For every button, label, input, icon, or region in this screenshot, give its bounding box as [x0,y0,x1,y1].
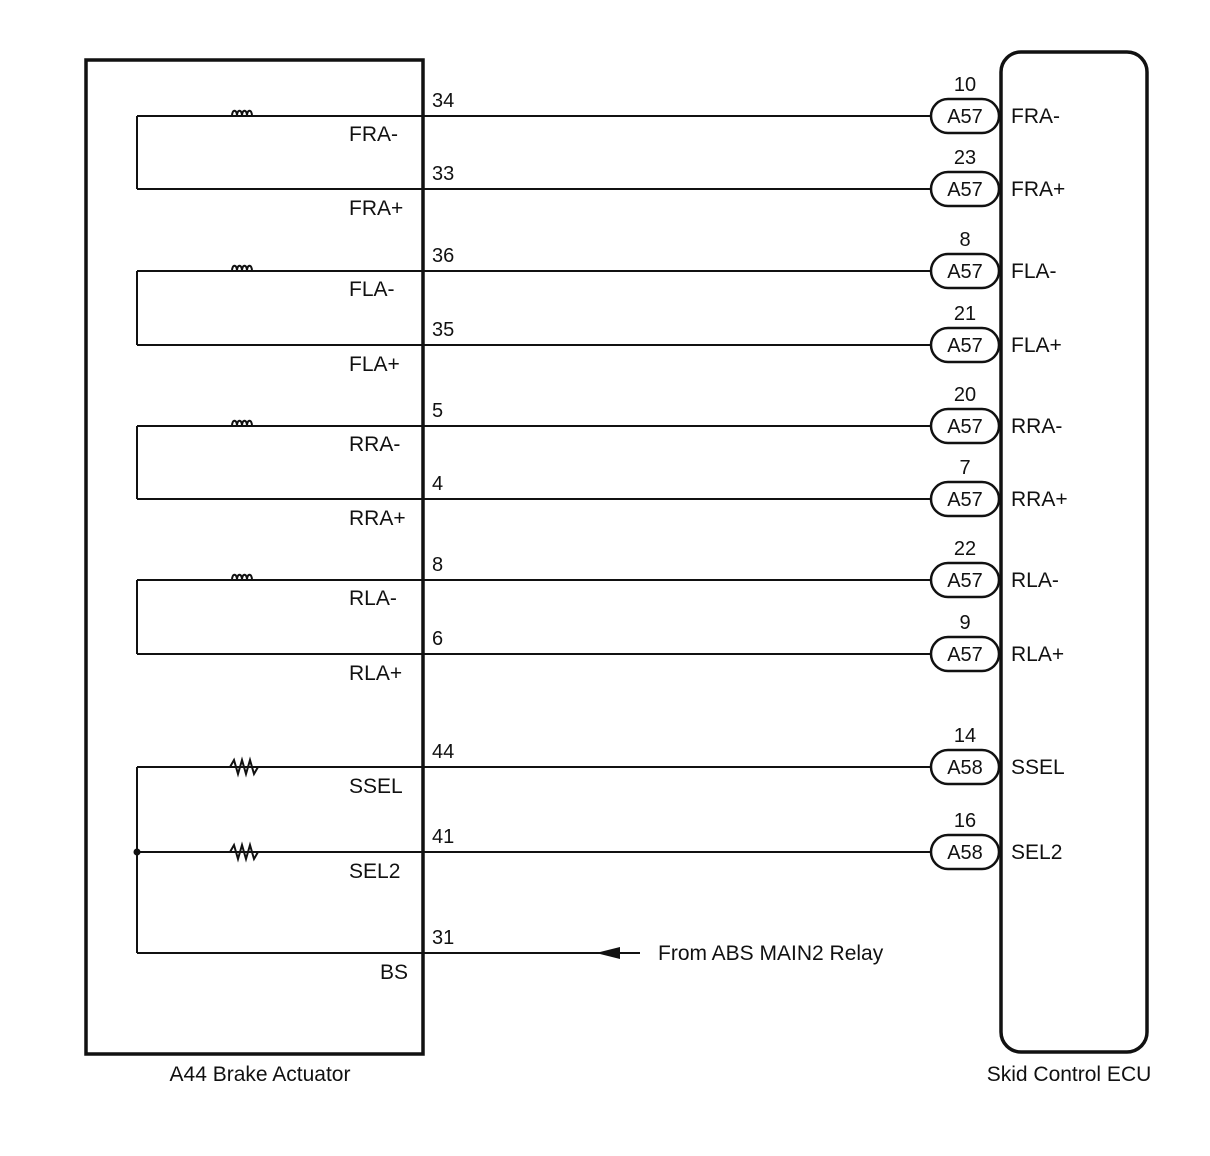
actuator-signal-label: RLA+ [349,662,402,685]
bs-pin-number: 31 [432,927,454,949]
ecu-signal-label: RLA+ [1011,643,1064,666]
brake-actuator-box [84,58,425,1056]
ecu-pin-number: 14 [954,725,976,747]
bs-arrow [596,947,620,959]
actuator-signal-label: FRA- [349,123,398,146]
connector-code: A57 [947,644,983,666]
ecu-signal-label: SEL2 [1011,841,1062,864]
connector: A57 [929,407,1001,445]
connector-code: A57 [947,416,983,438]
ecu-caption: Skid Control ECU [987,1063,1152,1086]
coil-icon [231,109,253,117]
connector-code: A58 [947,757,983,779]
connector-code: A57 [947,570,983,592]
ecu-signal-label: FLA+ [1011,334,1062,357]
connector: A57 [929,561,1001,599]
actuator-pin-number: 4 [432,473,443,495]
ecu-pin-number: 21 [954,303,976,325]
junction-dot [133,848,141,856]
actuator-signal-label: RLA- [349,587,397,610]
bs-signal-label: BS [380,961,408,984]
ecu-signal-label: RRA+ [1011,488,1068,511]
connector: A57 [929,170,1001,208]
ecu-pin-number: 16 [954,810,976,832]
ecu-signal-label: RLA- [1011,569,1059,592]
ecu-pin-number: 23 [954,147,976,169]
coil-icon [231,419,253,427]
connector: A57 [929,635,1001,673]
ecu-signal-label: SSEL [1011,756,1065,779]
connector: A57 [929,252,1001,290]
resistor-icon [226,841,262,863]
actuator-signal-label: SSEL [349,775,403,798]
connector: A57 [929,480,1001,518]
coil-icon [231,573,253,581]
ecu-signal-label: FRA+ [1011,178,1065,201]
actuator-pin-number: 8 [432,554,443,576]
actuator-pin-number: 41 [432,826,454,848]
actuator-pin-number: 6 [432,628,443,650]
connector: A58 [929,748,1001,786]
ecu-signal-label: RRA- [1011,415,1062,438]
actuator-pin-number: 33 [432,163,454,185]
resistor-icon [226,756,262,778]
connector-code: A57 [947,261,983,283]
actuator-pin-number: 5 [432,400,443,422]
ecu-signal-label: FRA- [1011,105,1060,128]
actuator-signal-label: RRA+ [349,507,406,530]
coil-icon [231,264,253,272]
ecu-signal-label: FLA- [1011,260,1057,283]
ecu-pin-number: 22 [954,538,976,560]
actuator-signal-label: RRA- [349,433,400,456]
ecu-pin-number: 7 [959,457,970,479]
actuator-signal-label: FLA- [349,278,395,301]
actuator-pin-number: 34 [432,90,454,112]
connector-code: A57 [947,106,983,128]
connector-code: A57 [947,179,983,201]
actuator-pin-number: 36 [432,245,454,267]
connector: A57 [929,326,1001,364]
connector-code: A58 [947,842,983,864]
connector-code: A57 [947,489,983,511]
bs-source-label: From ABS MAIN2 Relay [658,942,884,965]
ecu-pin-number: 9 [959,612,970,634]
solenoid-circuits: 3410FRA-A573323FRA+A57FRA-FRA+368FLA-A57… [136,74,1068,685]
actuator-signal-label: SEL2 [349,860,400,883]
ecu-pin-number: 20 [954,384,976,406]
connector: A58 [929,833,1001,871]
actuator-pin-number: 35 [432,319,454,341]
actuator-caption: A44 Brake Actuator [170,1063,351,1086]
actuator-pin-number: 44 [432,741,454,763]
actuator-signal-label: FRA+ [349,197,403,220]
skid-control-ecu-box [999,50,1149,1054]
connector-code: A57 [947,335,983,357]
connector: A57 [929,97,1001,135]
ecu-pin-number: 8 [959,229,970,251]
ecu-pin-number: 10 [954,74,976,96]
actuator-signal-label: FLA+ [349,353,400,376]
